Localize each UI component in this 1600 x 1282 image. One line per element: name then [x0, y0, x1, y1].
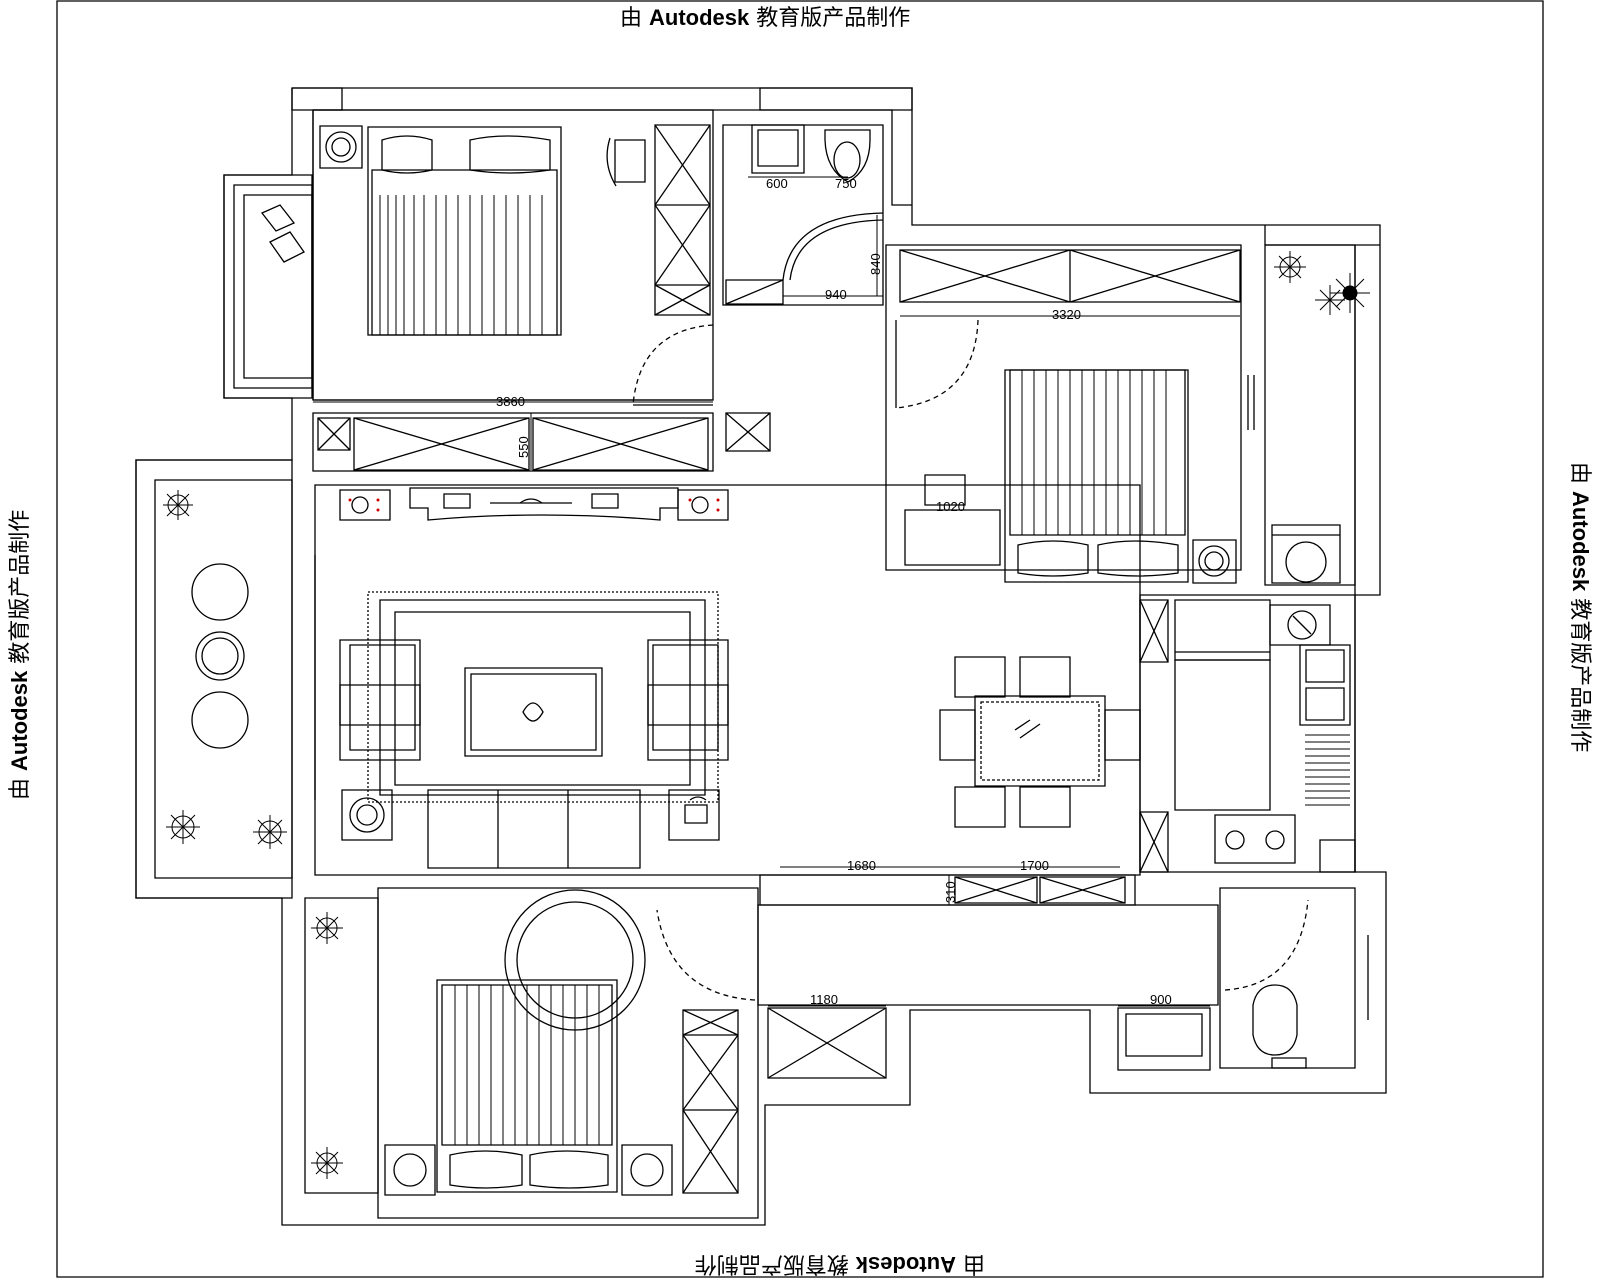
dim-900: 900 [1150, 992, 1172, 1007]
dim-600: 600 [766, 176, 788, 191]
armchair-icon [648, 640, 728, 725]
balcony-top-left [224, 175, 312, 398]
toilet-icon [1253, 985, 1297, 1055]
washbasin-icon [752, 125, 804, 173]
bed-icon [437, 980, 617, 1192]
bed-icon [368, 127, 561, 335]
corridor-cabinet [760, 875, 1135, 905]
plant-icon [253, 815, 287, 849]
watermark-brand: Autodesk [649, 5, 750, 30]
wardrobe-icon [683, 1010, 738, 1193]
side-table-icon [196, 632, 244, 680]
washing-machine-icon [1272, 525, 1340, 583]
cushion-icon [270, 232, 304, 262]
plants [163, 251, 1370, 1179]
pillow-icon [1018, 541, 1088, 576]
laundry-balcony [1265, 245, 1355, 585]
dim-1680: 1680 [847, 858, 876, 873]
bed-icon [1005, 370, 1188, 582]
toilet-icon [825, 130, 870, 182]
lamp-icon [320, 126, 362, 168]
dim-1020: 1020 [936, 499, 965, 514]
pillow-icon [470, 136, 550, 173]
pillow-icon [530, 1151, 608, 1188]
washbasin-icon [1118, 1008, 1210, 1070]
dining-table-icon [940, 657, 1140, 827]
lamp-icon [340, 490, 390, 520]
dim-940: 940 [825, 287, 847, 302]
watermark-prefix: 由 [620, 6, 643, 31]
sofa-icon [428, 790, 640, 868]
dim-550: 550 [516, 436, 531, 458]
desk-chair-icon [607, 138, 645, 186]
desk-icon [905, 510, 1000, 565]
armchair-icon [340, 685, 420, 760]
stove-icon [1215, 815, 1295, 863]
dim-750: 750 [835, 176, 857, 191]
tv-cabinet-icon [410, 488, 678, 520]
cushion-icon [262, 205, 294, 231]
plant-icon [1330, 273, 1370, 313]
bedroom-bottom [305, 888, 758, 1218]
sink-icon [1300, 645, 1350, 725]
drawing-frame [57, 1, 1543, 1277]
lamp-icon [385, 1145, 435, 1195]
dim-840: 840 [868, 253, 883, 275]
dimension-lines [313, 177, 1240, 1006]
dim-3320: 3320 [1052, 307, 1081, 322]
pillow-icon [450, 1151, 522, 1188]
armchair-icon [648, 685, 728, 760]
outer-walls [136, 88, 1386, 1225]
desk-chair-icon [925, 475, 965, 505]
living-room [315, 485, 1140, 875]
bathroom-bottom [1118, 888, 1368, 1070]
plant-icon [1274, 251, 1306, 283]
watermark-suffix: 教育版产品制作 [756, 6, 911, 31]
dim-310: 310 [943, 881, 958, 903]
armchair-icon [192, 692, 248, 748]
bedroom-top-left [262, 110, 713, 405]
wardrobe-strip [313, 413, 770, 471]
lamp-icon [678, 490, 728, 520]
bedroom-top-right [886, 245, 1254, 583]
dim-1700: 1700 [1020, 858, 1049, 873]
armchair-icon [192, 564, 248, 620]
dim-1180: 1180 [810, 992, 838, 1007]
bathroom-top [723, 125, 883, 305]
armchair-icon [340, 640, 420, 725]
pillow-icon [382, 136, 432, 173]
pillow-icon [1098, 541, 1178, 576]
plant-icon [311, 1147, 343, 1179]
plant-icon [311, 912, 343, 944]
kitchen [1140, 595, 1355, 872]
lamp-icon [342, 790, 392, 840]
coffee-table-icon [465, 668, 602, 756]
sink-icon [1288, 611, 1316, 639]
dim-3860: 3860 [496, 394, 525, 409]
storage-bottom [758, 905, 1218, 1078]
telephone-icon [669, 790, 719, 840]
wardrobe-icon [655, 125, 710, 315]
lamp-icon [1193, 540, 1236, 583]
lamp-icon [622, 1145, 672, 1195]
watermark-top: 由 Autodesk 教育版产品制作 [620, 0, 910, 32]
plant-icon [1315, 285, 1345, 315]
plant-icon [166, 810, 200, 844]
balcony-left [136, 460, 292, 898]
plant-icon [163, 490, 193, 520]
